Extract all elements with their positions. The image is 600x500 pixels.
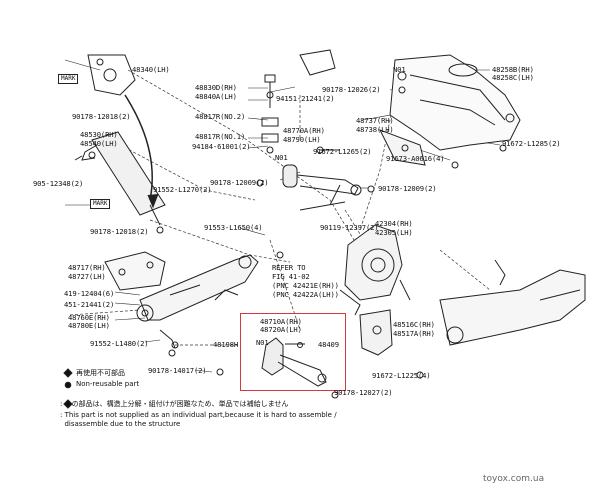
legend-diamond-text: 再使用不可部品 <box>76 369 125 377</box>
label-42304[interactable]: 42304(RH) <box>375 219 413 228</box>
label-48258c[interactable]: 48258C(LH) <box>492 73 534 82</box>
label-48340[interactable]: 48340(LH) <box>132 65 170 74</box>
label-90178-12027[interactable]: 90178-12027(2) <box>334 388 393 397</box>
mark-tag-mid: MARK <box>90 199 111 209</box>
label-48770a[interactable]: 48770A(RH) <box>283 126 325 135</box>
label-fig-41-02[interactable]: FIG 41-02 <box>272 272 310 281</box>
note-english-line1: : This part is not supplied as an indivi… <box>60 411 337 419</box>
label-n01-upper[interactable]: N01 <box>275 153 288 162</box>
bullet-symbol-icon <box>64 381 72 389</box>
label-48710a[interactable]: 48710A(RH) <box>260 317 302 326</box>
label-91672-l1225[interactable]: 91672-L1225(4) <box>372 371 431 380</box>
label-48720a[interactable]: 48720A(LH) <box>260 325 302 334</box>
label-48727[interactable]: 48727(LH) <box>68 272 106 281</box>
label-94184-61001[interactable]: 94184-61001(2) <box>192 142 251 151</box>
label-48198h[interactable]: 48198H <box>213 340 239 349</box>
note-english-line2: disassemble due to the structure <box>60 420 181 428</box>
label-90119-12397[interactable]: 90119-12397(2) <box>320 223 379 232</box>
label-905-12348[interactable]: 905-12348(2) <box>33 179 84 188</box>
label-90178-12018-mid[interactable]: 90178-12018(2) <box>90 227 149 236</box>
label-48738[interactable]: 48738(LH) <box>356 125 394 134</box>
label-48760e[interactable]: 48760E(RH) <box>68 313 110 322</box>
label-refer-to[interactable]: REFER TO <box>272 263 306 272</box>
label-91552-l1480[interactable]: 91552-L1480(2) <box>90 339 149 348</box>
label-48530[interactable]: 48530(RH) <box>80 130 118 139</box>
diamond-symbol-icon <box>63 368 73 378</box>
label-48817r-no2[interactable]: 48817R(NO.2) <box>195 112 246 121</box>
label-48737[interactable]: 48737(RH) <box>356 116 394 125</box>
label-451-21441[interactable]: 451-21441(2) <box>64 300 115 309</box>
label-48409[interactable]: 48409 <box>318 340 339 349</box>
label-n01-top[interactable]: N01 <box>393 65 406 74</box>
legend-bullet-text: Non-reusable part <box>76 380 140 388</box>
label-90178-12018-top[interactable]: 90178-12018(2) <box>72 112 131 121</box>
highlight-box-48710a <box>240 313 346 391</box>
label-94151-21241[interactable]: 94151-21241(2) <box>276 94 335 103</box>
label-48540[interactable]: 48540(LH) <box>80 139 118 148</box>
label-48830d[interactable]: 48830D(RH) <box>195 83 237 92</box>
label-42305[interactable]: 42305(LH) <box>375 228 413 237</box>
mark-tag-top: MARK <box>58 74 79 84</box>
label-91672-l1265[interactable]: 91672-L1265(2) <box>313 147 372 156</box>
label-pnc-42421e[interactable]: (PNC 42421E(RH)) <box>272 281 339 290</box>
label-91553-l1650[interactable]: 91553-L1650(4) <box>204 223 263 232</box>
label-48817r-no1[interactable]: 48817R(NO.1) <box>195 132 246 141</box>
label-48840a[interactable]: 48840A(LH) <box>195 92 237 101</box>
label-90178-12009-left[interactable]: 90178-12009(2) <box>210 178 269 187</box>
label-48516c[interactable]: 48516C(RH) <box>393 320 435 329</box>
label-48517a[interactable]: 48517A(RH) <box>393 329 435 338</box>
note-japanese: : この部品は、構造上分解・組付けが困難なため、単品では補給しません <box>60 400 289 408</box>
label-48258b[interactable]: 48258B(RH) <box>492 65 534 74</box>
label-48790[interactable]: 48790(LH) <box>283 135 321 144</box>
label-91672-l1285[interactable]: 91672-L1285(2) <box>502 139 561 148</box>
label-90178-12009-right[interactable]: 90178-12009(2) <box>378 184 437 193</box>
label-91552-l1270[interactable]: 91552-L1270(2) <box>153 185 212 194</box>
label-91673-a0616[interactable]: 91673-A0616(4) <box>386 154 445 163</box>
label-90178-14017[interactable]: 90178-14017(2) <box>148 366 207 375</box>
label-90178-12026[interactable]: 90178-12026(2) <box>322 85 381 94</box>
label-n01-box[interactable]: N01 <box>256 338 269 347</box>
label-419-12404[interactable]: 419-12404(6) <box>64 289 115 298</box>
label-pnc-42422a[interactable]: (PNC 42422A(LH)) <box>272 290 339 299</box>
label-48717[interactable]: 48717(RH) <box>68 263 106 272</box>
label-48780e[interactable]: 48780E(LH) <box>68 321 110 330</box>
watermark: toyox.com.ua <box>483 474 545 484</box>
